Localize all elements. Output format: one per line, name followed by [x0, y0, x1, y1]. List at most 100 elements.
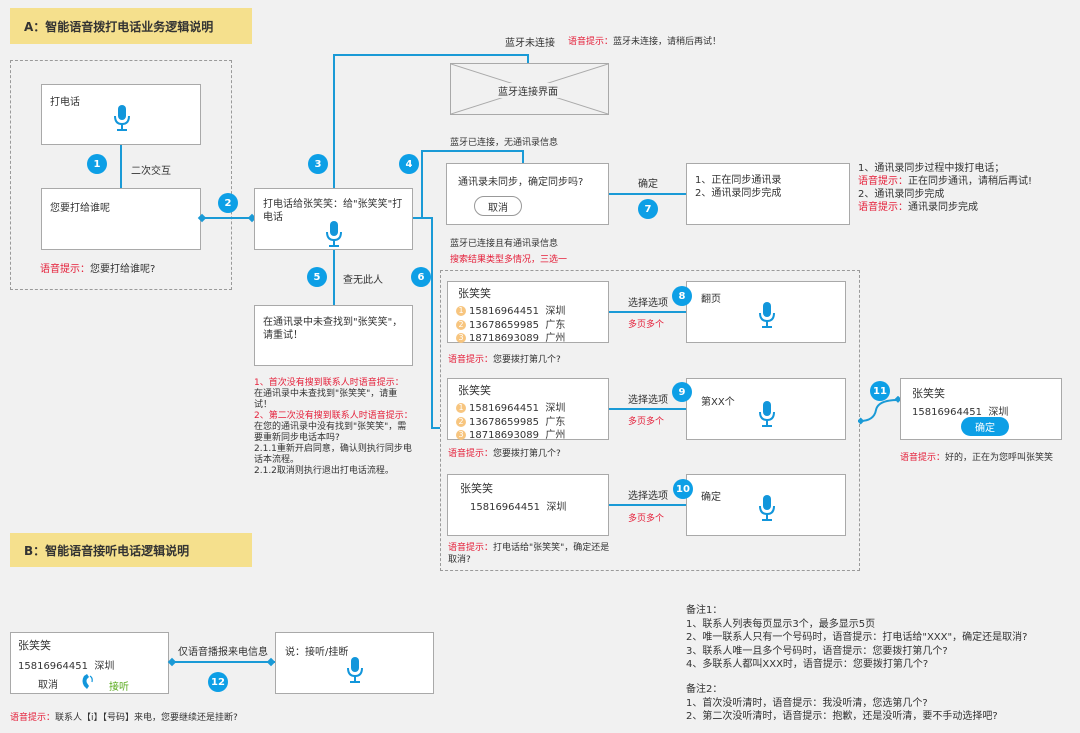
- row-voice-prompt: 语音提示：打电话给"张笑笑"，确定还是取消?: [448, 542, 618, 566]
- voice-action-box[interactable]: 第XX个: [686, 378, 846, 440]
- note-title: 2、第二次没有搜到联系人时语音提示：: [254, 411, 413, 421]
- city: 深圳: [988, 407, 1009, 418]
- prompt-text: 正在同步通讯，请稍后再试!: [908, 176, 1033, 187]
- connector: [421, 150, 423, 218]
- contact-name: 张笑笑: [460, 482, 493, 495]
- connector: [522, 150, 524, 163]
- step-badge-5: 5: [307, 267, 327, 287]
- bluetooth-screen-label: 蓝牙连接界面: [495, 83, 561, 98]
- city: 广州: [545, 430, 566, 441]
- choose-label: 选择选项: [628, 298, 668, 309]
- connector: [609, 504, 686, 506]
- phone: 15816964451: [912, 407, 982, 418]
- voice-label: 语音提示：: [448, 355, 494, 365]
- index-badge: 3: [456, 430, 466, 440]
- contact-name: 张笑笑: [458, 287, 491, 300]
- connector: [527, 54, 529, 63]
- connector-end: [266, 657, 276, 667]
- phone: 15816964451: [18, 661, 88, 672]
- contact-row: 15816964451 深圳: [912, 403, 1008, 418]
- city: 深圳: [545, 306, 566, 317]
- answer-button[interactable]: 接听: [109, 682, 129, 693]
- note-text: 在通讯录中未查找到"张笑笑"，请重试！: [254, 389, 398, 410]
- connector: [431, 217, 433, 428]
- index-badge: 1: [456, 403, 466, 413]
- voice-label: 语音提示：: [900, 453, 946, 463]
- phone: 18718693089: [469, 430, 539, 441]
- phone: 18718693089: [469, 333, 539, 344]
- step-badge-7: 7: [638, 199, 658, 219]
- decline-button[interactable]: 取消: [38, 680, 58, 691]
- note-block: 2、第二次没有搜到联系人时语音提示：在您的通讯录中没有找到"张笑笑"，需要重新同…: [254, 411, 414, 444]
- multi-label: 多页多个: [628, 417, 665, 427]
- connector: [333, 54, 529, 56]
- index-badge: 3: [456, 333, 466, 343]
- multi-label: 多页多个: [628, 320, 665, 330]
- microphone-icon: [758, 302, 776, 328]
- voice-label: 语音提示：: [568, 37, 614, 47]
- connector: [421, 150, 524, 152]
- remark-item: 1、首次没听清时，语音提示：我没听清，您选第几个?: [686, 697, 928, 709]
- action-label: 确定: [701, 492, 721, 503]
- contact-card[interactable]: 张笑笑 15816964451 深圳: [447, 474, 609, 536]
- bluetooth-screen-placeholder[interactable]: 蓝牙连接界面: [450, 63, 609, 115]
- call-box[interactable]: 打电话: [41, 84, 201, 145]
- contact-row: 15816964451 深圳: [18, 657, 114, 672]
- has-contacts-status: 蓝牙已连接且有通讯录信息: [450, 239, 559, 249]
- who-voice-prompt: 语音提示：您要打给谁呢?: [40, 260, 155, 275]
- voice-label: 语音提示：: [40, 264, 90, 275]
- city: 深圳: [545, 403, 566, 414]
- remarks-title: 备注1：: [686, 605, 723, 616]
- voice-label: 语音提示：: [10, 713, 56, 723]
- voice-action-box[interactable]: 确定: [686, 474, 846, 536]
- index-badge: 1: [456, 306, 466, 316]
- microphone-icon: [346, 657, 364, 683]
- sync-note-prompt: 语音提示：通讯录同步完成: [858, 201, 1032, 214]
- step-badge-6: 6: [411, 267, 431, 287]
- prompt-text: 联系人【i】【号码】来电，您要继续还是挂断?: [55, 713, 238, 723]
- who-box[interactable]: 您要打给谁呢: [41, 188, 201, 250]
- who-box-label: 您要打给谁呢: [50, 203, 110, 214]
- voice-action-box[interactable]: 翻页: [686, 281, 846, 343]
- remarks-2: 备注2： 1、首次没听清时，语音提示：我没听清，您选第几个? 2、第二次没听清时…: [686, 683, 998, 724]
- microphone-icon: [113, 105, 131, 131]
- confirm-button[interactable]: 确定: [961, 417, 1009, 436]
- sync-line: 1、正在同步通讯录: [695, 175, 782, 186]
- phone: 15816964451: [470, 502, 540, 513]
- multi-label: 多页多个: [628, 514, 665, 524]
- answer-voice-box[interactable]: 说：接听/挂断: [275, 632, 434, 694]
- final-contact-card: 张笑笑 15816964451 深圳 确定: [900, 378, 1062, 440]
- not-found-notes: 1、首次没有搜到联系人时语音提示： 在通讯录中未查找到"张笑笑"，请重试！ 2、…: [254, 378, 414, 477]
- curved-connector: [858, 396, 902, 425]
- connector: [120, 145, 122, 188]
- remarks-title: 备注2：: [686, 684, 723, 695]
- cancel-button[interactable]: 取消: [474, 196, 522, 216]
- bluetooth-voice-prompt: 语音提示：蓝牙未连接，请稍后再试！: [568, 34, 721, 47]
- prompt-text: 您要打给谁呢?: [90, 264, 156, 275]
- row-voice-prompt: 语音提示：您要拨打第几个?: [448, 352, 561, 365]
- contact-name: 张笑笑: [458, 384, 491, 397]
- connector: [609, 311, 686, 313]
- remark-item: 2、唯一联系人只有一个号码时，语音提示：打电话给"XXX"，确定还是取消?: [686, 632, 1028, 643]
- final-voice-prompt: 语音提示：好的，正在为您呼叫张笑笑: [900, 450, 1053, 463]
- contact-row[interactable]: 15816964451 深圳: [470, 498, 566, 513]
- connector: [431, 427, 440, 429]
- prompt-text: 您要拨打第几个?: [493, 355, 561, 365]
- remark-item: 2、第二次没听清时，语音提示：抱歉，还是没听清，要不手动选择吧?: [686, 711, 998, 722]
- note-text: 在您的通讯录中没有找到"张笑笑"，需要重新同步电话本吗?: [254, 422, 407, 443]
- city: 深圳: [94, 661, 115, 672]
- microphone-icon: [758, 495, 776, 521]
- call-zhang-box[interactable]: 打电话给张笑笑：给"张笑笑"打电话: [254, 188, 413, 250]
- step-badge-9: 9: [672, 382, 692, 402]
- connector: [609, 193, 686, 195]
- row-voice-prompt: 语音提示：您要拨打第几个?: [448, 446, 561, 459]
